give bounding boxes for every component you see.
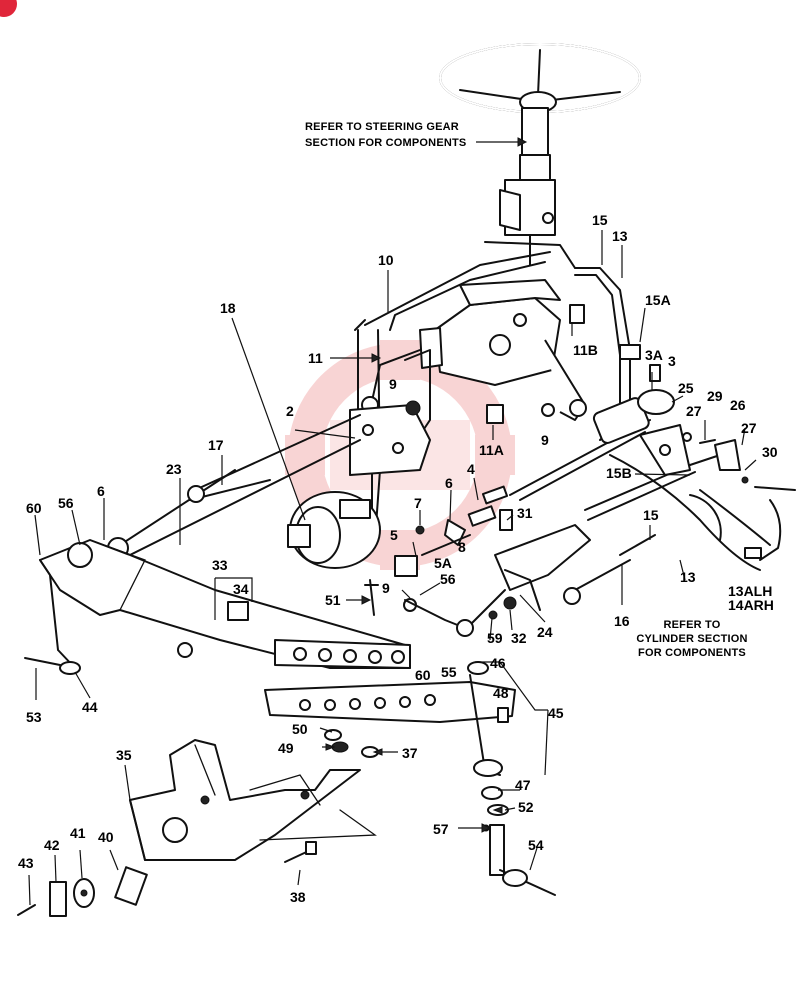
callout: 11B	[573, 342, 598, 358]
callout: 6	[97, 483, 105, 499]
cylinder-note-line1: REFER TO	[663, 619, 720, 631]
callout: 32	[511, 630, 527, 646]
leader-lines	[28, 141, 757, 906]
callout: 5A	[434, 555, 452, 571]
callout: 2	[286, 403, 294, 419]
callout: 27	[686, 403, 702, 419]
callout: 40	[98, 829, 114, 845]
callout: 6	[445, 475, 453, 491]
callout: 50	[292, 721, 308, 737]
callout: 8	[458, 539, 466, 555]
callout: 48	[493, 685, 509, 701]
callout: 4	[467, 461, 475, 477]
callout: 9	[382, 580, 390, 596]
callout: 27	[741, 420, 757, 436]
callout: 29	[707, 388, 723, 404]
callout: 55	[441, 664, 457, 680]
callout: 10	[378, 252, 394, 268]
callout: 47	[515, 777, 531, 793]
callout: 56	[58, 495, 74, 511]
callout: 16	[614, 613, 630, 629]
corner-badge-icon	[0, 0, 17, 17]
axle-support	[129, 739, 377, 861]
cylinder-note-line2: CYLINDER SECTION	[636, 633, 747, 645]
callout: 34	[233, 581, 249, 597]
callout: 30	[762, 444, 778, 460]
callout: 59	[487, 630, 503, 646]
callout: 26	[730, 397, 746, 413]
callout: 9	[541, 432, 549, 448]
callout: 44	[82, 699, 98, 715]
bolts-and-nuts	[284, 707, 509, 863]
callout: 9	[389, 376, 397, 392]
callout: 7	[414, 495, 422, 511]
callout: 15B	[606, 465, 632, 481]
steering-arm	[469, 524, 591, 626]
steering-gear-housing	[361, 279, 587, 421]
power-cylinder	[509, 389, 796, 605]
callout: 51	[325, 592, 341, 608]
pivot-parts	[17, 866, 148, 917]
arrowheads	[325, 137, 528, 833]
callout: 13	[612, 228, 628, 244]
callout: 57	[433, 821, 449, 837]
callout: 37	[402, 745, 418, 761]
callout: 52	[518, 799, 534, 815]
callout: 14ARH	[728, 597, 774, 613]
center-link	[404, 599, 474, 637]
callout: 38	[290, 889, 306, 905]
callout: 11A	[479, 442, 504, 458]
steering-column	[499, 107, 556, 266]
callout: 56	[440, 571, 456, 587]
callout: 54	[528, 837, 544, 853]
callout: 11	[308, 350, 323, 366]
callout: 17	[208, 437, 224, 453]
callout: 35	[116, 747, 132, 763]
callout: 49	[278, 740, 294, 756]
steering-note-line2: SECTION FOR COMPONENTS	[305, 137, 466, 149]
callout: 41	[70, 825, 86, 841]
callout: 3	[668, 353, 676, 369]
callout: 60	[415, 667, 431, 683]
callout: 33	[212, 557, 228, 573]
callout: 15A	[645, 292, 671, 308]
callout: 18	[220, 300, 236, 316]
callout: 45	[548, 705, 564, 721]
hardware-fittings	[364, 304, 749, 620]
callout: 23	[166, 461, 182, 477]
steering-pump	[287, 491, 381, 569]
callout: 13	[680, 569, 696, 585]
callout: 24	[537, 624, 553, 640]
cylinder-note-line3: FOR COMPONENTS	[638, 647, 746, 659]
callout: 42	[44, 837, 60, 853]
callout: 25	[678, 380, 694, 396]
pump-bracket	[349, 404, 431, 476]
callout: 53	[26, 709, 42, 725]
callout: 31	[517, 505, 533, 521]
callout: 13ALH	[728, 583, 772, 599]
callout-labels: 10 11 15 13 15A 11B 3A 3 18 9 2 11A 9 25…	[18, 212, 778, 905]
callout: 15	[592, 212, 608, 228]
notes: REFER TO STEERING GEAR SECTION FOR COMPO…	[305, 121, 747, 659]
front-axle	[24, 539, 411, 675]
callout: 5	[390, 527, 398, 543]
axle-extension	[264, 661, 516, 777]
callout: 46	[490, 655, 506, 671]
steering-wheel	[439, 43, 641, 113]
callout: 60	[26, 500, 42, 516]
steering-note-line1: REFER TO STEERING GEAR	[305, 121, 459, 133]
callout: 43	[18, 855, 34, 871]
callout: 15	[643, 507, 659, 523]
callout: 3A	[645, 347, 663, 363]
